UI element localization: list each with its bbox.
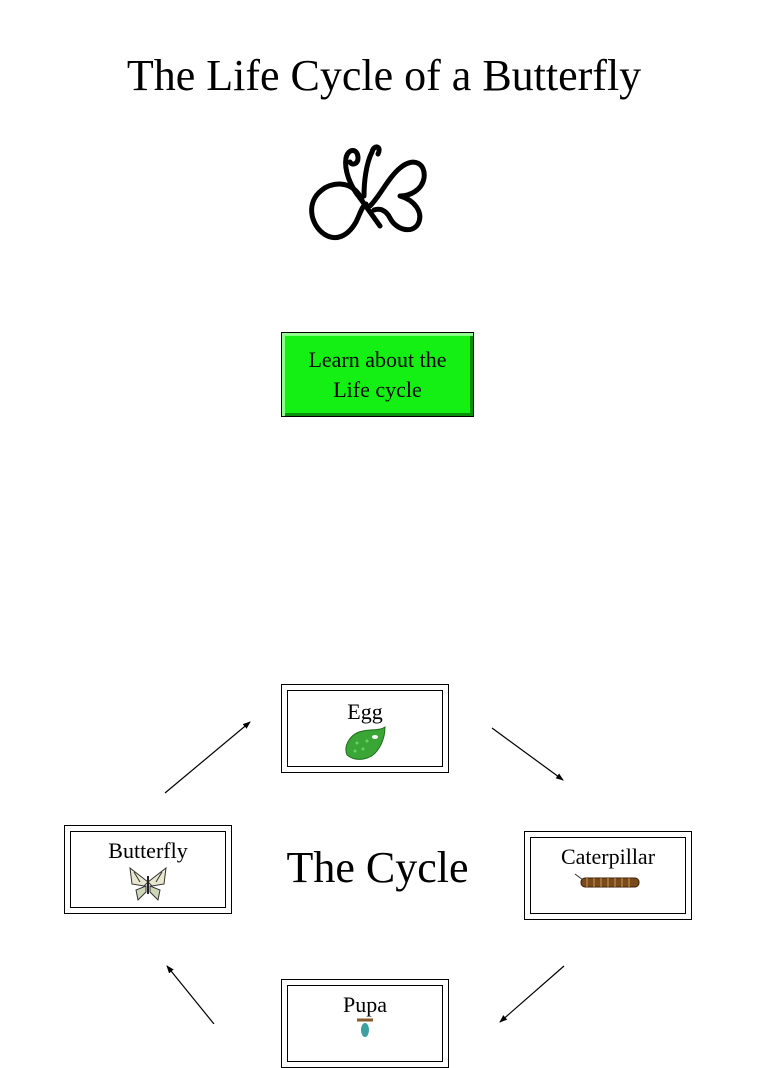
learn-button-line1: Learn about the xyxy=(308,346,447,372)
learn-button-line2: Life cycle xyxy=(333,376,422,402)
stage-egg[interactable]: Egg xyxy=(281,684,449,773)
cycle-title: The Cycle xyxy=(286,843,469,892)
arrow-egg-to-caterpillar xyxy=(491,727,564,781)
arrow-caterpillar-to-pupa xyxy=(499,965,565,1023)
stage-caterpillar[interactable]: Caterpillar xyxy=(524,831,692,920)
arrow-pupa-to-butterfly xyxy=(166,965,215,1024)
stage-butterfly-label: Butterfly xyxy=(108,838,188,863)
stage-caterpillar-label: Caterpillar xyxy=(560,844,656,869)
egg-icon xyxy=(345,726,386,760)
butterfly-icon xyxy=(129,866,167,902)
pupa-icon xyxy=(357,1018,373,1037)
butterfly-outline-icon xyxy=(309,144,427,240)
learn-life-cycle-button[interactable]: Learn about the Life cycle xyxy=(281,332,474,417)
caterpillar-icon xyxy=(574,873,640,888)
stage-butterfly[interactable]: Butterfly xyxy=(64,825,232,914)
arrow-butterfly-to-egg xyxy=(164,721,251,794)
stage-pupa-label: Pupa xyxy=(343,992,387,1017)
page-title: The Life Cycle of a Butterfly xyxy=(126,51,642,100)
stage-egg-label: Egg xyxy=(347,699,383,724)
